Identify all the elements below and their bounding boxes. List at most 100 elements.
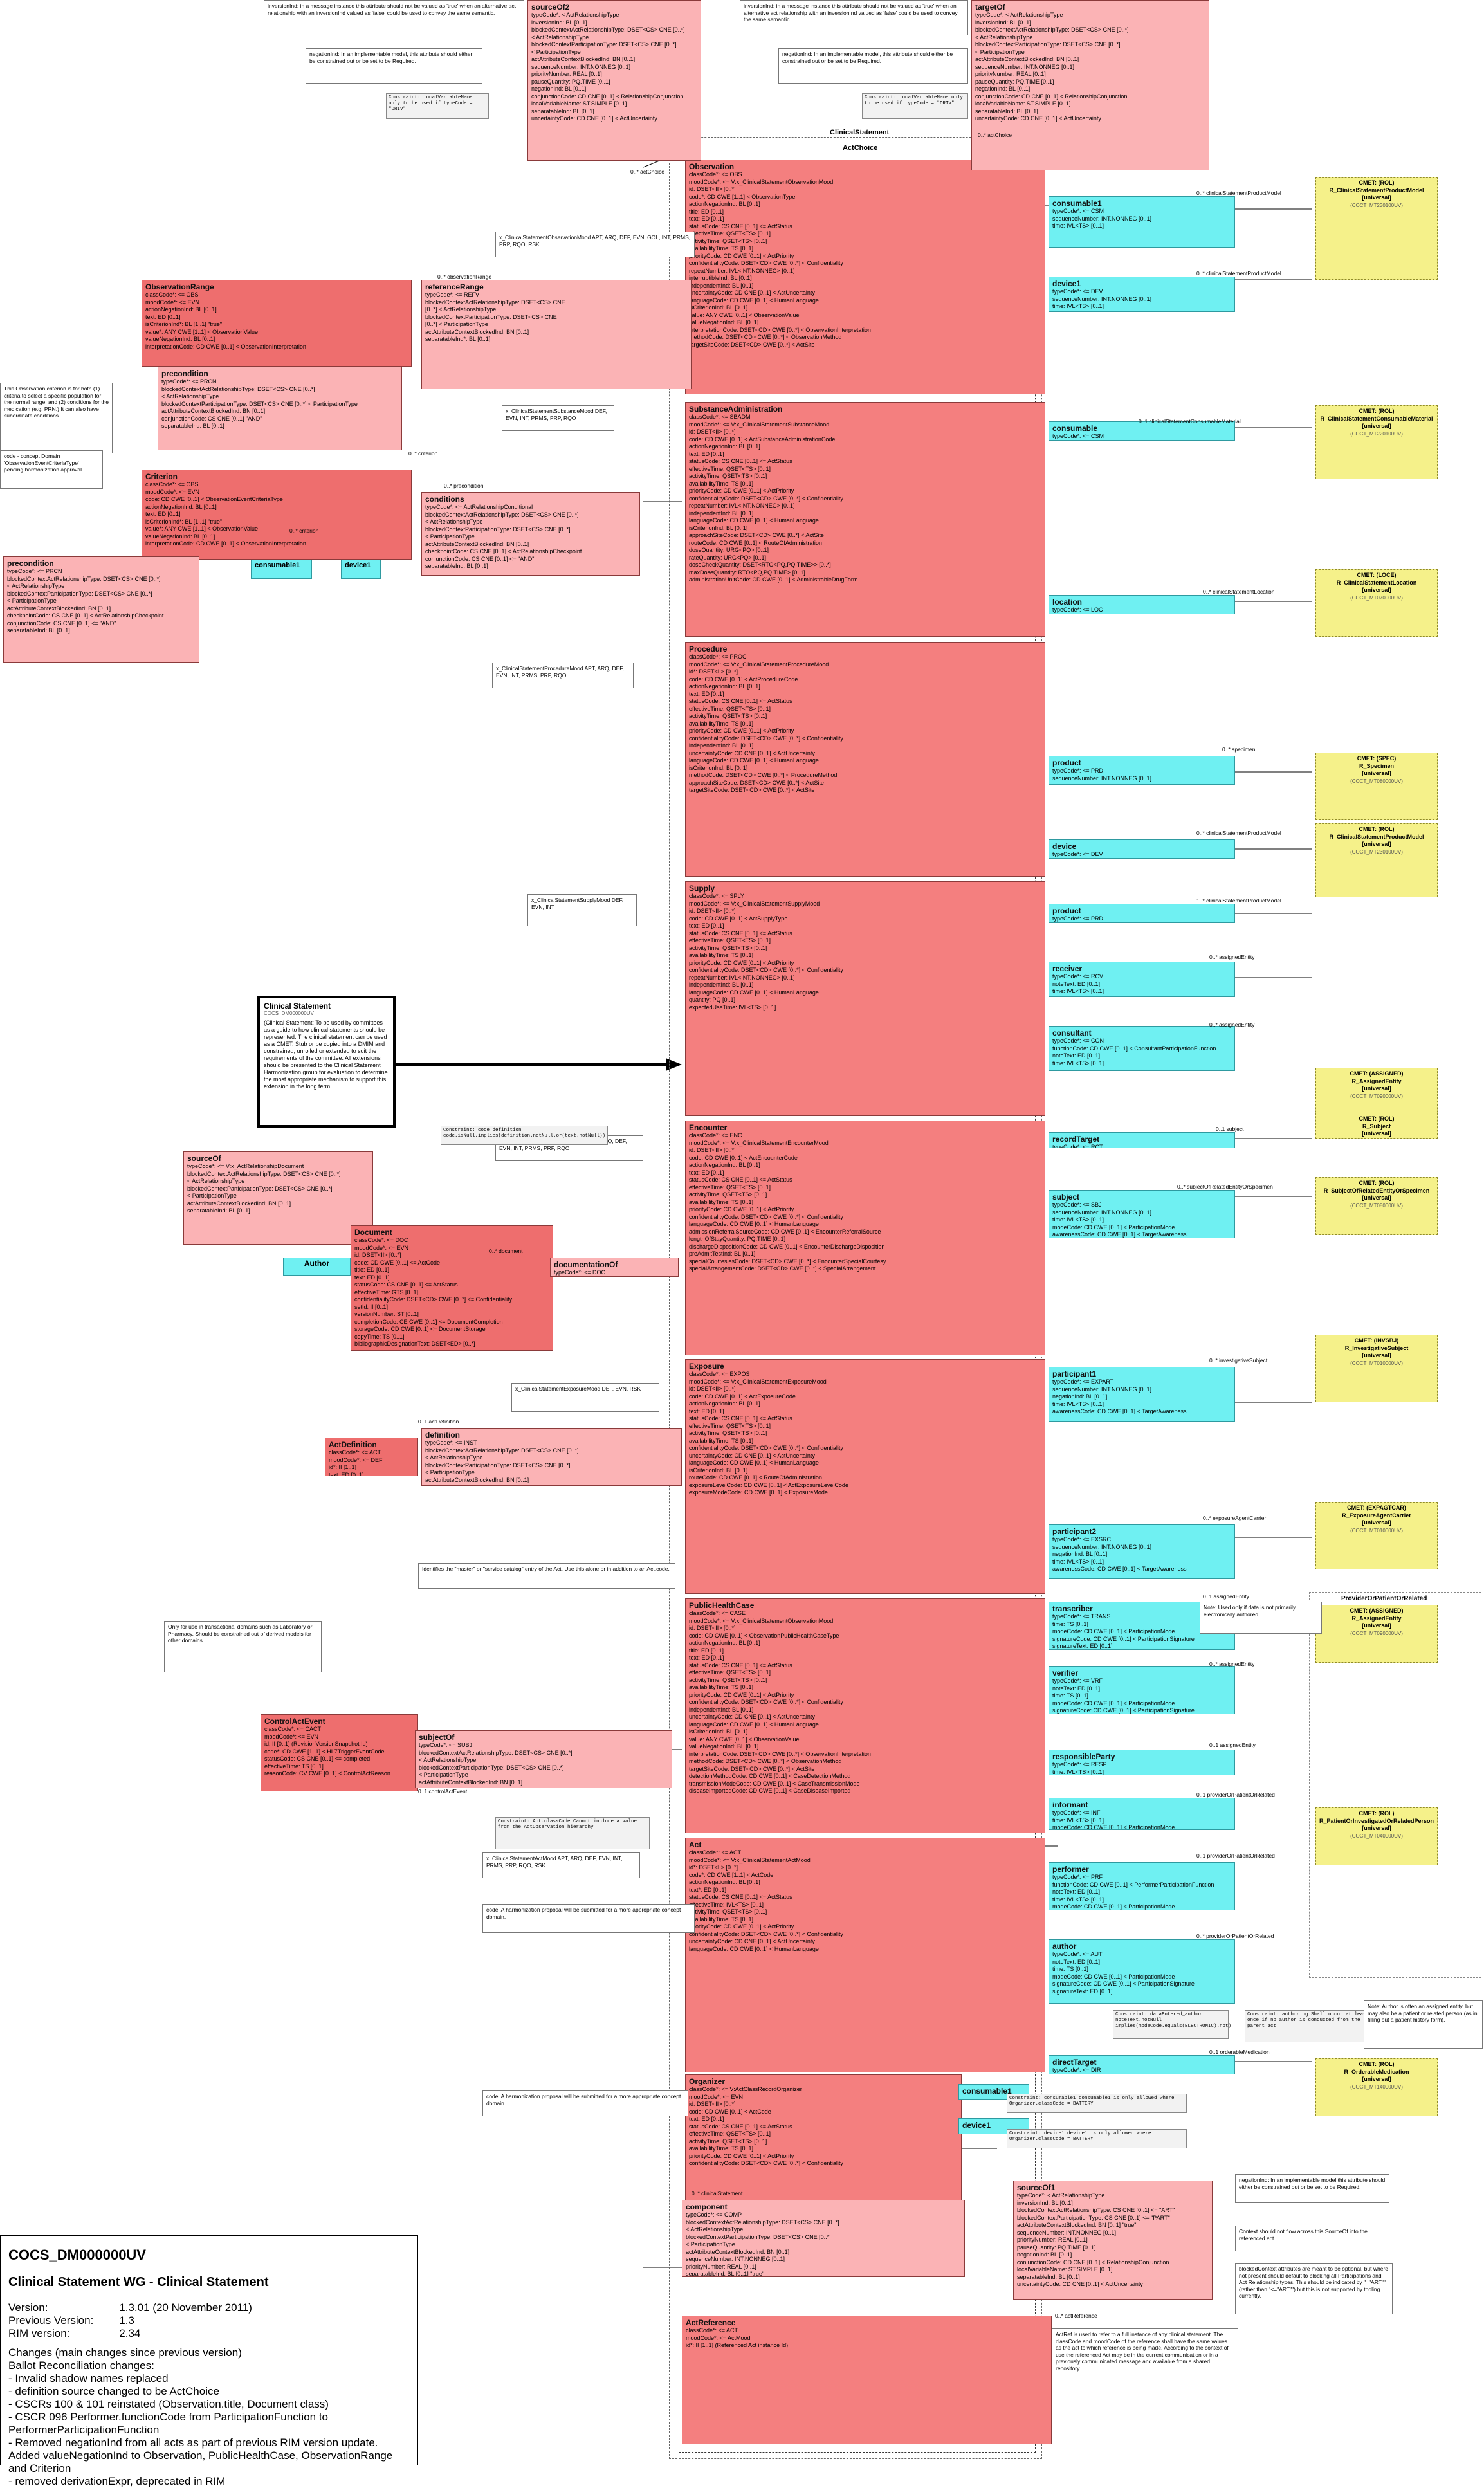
attribute: code: CD CWE [0..1] < ActProcedureCode	[689, 675, 798, 682]
entry-text: (Clinical Statement: To be used by commi…	[264, 1020, 388, 1090]
attribute: text: ED [0..1]	[354, 1274, 390, 1281]
attribute: conjunctionCode: CD CNE [0..1] < Relatio…	[975, 93, 1128, 100]
note: ActRef is used to refer to a full instan…	[1052, 2328, 1238, 2399]
association-label: 0..1 providerOrPatientOrRelated	[1196, 1791, 1275, 1798]
note: Note: Used only if data is not primarily…	[1200, 1602, 1322, 1634]
act-supply-title: Supply	[689, 884, 715, 893]
attribute: actionNegationInd: BL [0..1]	[145, 503, 217, 510]
attribute: code: CD CWE [0..1] < ObservationEventCr…	[145, 496, 283, 502]
attribute: actAttributeContextBlockedInd: BN [0..1]	[686, 2248, 790, 2255]
attribute: negationInd: BL [0..1]	[1017, 2251, 1072, 2258]
attribute: < ParticipationType	[531, 48, 581, 55]
attribute: moodCode*: <= V:x_ClinicalStatementActMo…	[689, 1856, 811, 1863]
cmet-title: CMET: (LOCE)	[1357, 572, 1397, 578]
attribute: classCode*: <= DOC	[354, 1237, 408, 1243]
class-subjectof-title: subjectOf	[419, 1733, 455, 1742]
attribute: typeCode*: <= VRF	[1052, 1678, 1103, 1684]
attribute: priorityCode: CD CWE [0..1] < ActPriorit…	[689, 252, 794, 259]
attribute: separatableInd: BL [0..1]	[425, 563, 488, 569]
attribute: blockedContextActRelationshipType: DSET<…	[187, 1170, 341, 1177]
attribute: modeCode: CD CWE [0..1] < ParticipationM…	[1052, 1628, 1175, 1634]
attribute: approachSiteCode: DSET<CD> CWE [0..*] < …	[689, 779, 824, 786]
attribute: confidentialityCode: DSET<CD> CWE [0..*]…	[354, 1296, 513, 1303]
attribute: interpretationCode: DSET<CD> CWE [0..*] …	[689, 326, 871, 333]
attribute: isCriterionInd: BL [0..1]	[689, 1728, 748, 1735]
participation-participant2-title: participant2	[1052, 1527, 1097, 1536]
attribute: separatableInd: BL [0..1]	[7, 627, 70, 634]
note: code: A harmonization proposal will be s…	[482, 1904, 695, 1933]
attribute: blockedContextParticipationType: DSET<CS…	[7, 590, 152, 597]
cmet-r_subjectofrelatedentityorspecimen: CMET: (ROL)R_SubjectOfRelatedEntityOrSpe…	[1315, 1177, 1438, 1235]
attribute: availabilityTime: TS [0..1]	[689, 1684, 754, 1690]
cmet-extra: [universal]	[1362, 1519, 1391, 1526]
attribute: typeCode*: <= DEV	[1052, 288, 1103, 295]
attribute: isCriterionInd: BL [0..1]	[689, 304, 748, 311]
association-label: 0..* criterion	[289, 527, 319, 534]
attribute: moodCode*: <= V:x_ClinicalStatementProce…	[689, 661, 829, 668]
attribute: effectiveTime: IVL<TS> [0..1]	[689, 1901, 764, 1908]
participation-consultant-title: consultant	[1052, 1029, 1092, 1038]
participation-product-title: product	[1052, 758, 1081, 767]
class-definition-title: definition	[425, 1431, 460, 1440]
attribute: blockedContextParticipationType: CS CNE …	[1017, 2214, 1170, 2221]
attribute: languageCode: CD CWE [0..1] < HumanLangu…	[689, 1721, 819, 1728]
attribute: sequenceNumber: INT.NONNEG [0..1]	[1052, 1209, 1152, 1216]
association-label: 0..1 orderableMedication	[1209, 2049, 1270, 2055]
attribute: confidentialityCode: DSET<CD> CWE [0..*]…	[689, 2160, 843, 2166]
attribute: actionNegationInd: BL [0..1]	[145, 306, 217, 313]
attribute: moodCode*: <= V:x_ClinicalStatementSubst…	[689, 421, 830, 428]
attribute: noteText: ED [0..1]	[1052, 980, 1101, 987]
attribute: id: DSET<II> [0..*]	[354, 1252, 401, 1258]
class-criterion-title: Criterion	[145, 472, 178, 481]
association-label: 0..* document	[489, 1248, 523, 1254]
attribute: priorityCode: CD CWE [0..1] < ActPriorit…	[689, 1691, 794, 1698]
attribute: classCode*: <= SBADM	[689, 414, 751, 420]
class-precondition2-title: precondition	[7, 559, 54, 568]
attribute: classCode*: <= ENC	[689, 1132, 742, 1139]
cmet-id: (COCT_MT220100UV)	[1350, 430, 1403, 437]
act-exposure-title: Exposure	[689, 1362, 724, 1371]
note: code - concept Domain 'ObservationEventC…	[0, 450, 103, 489]
cmet-r_subject: CMET: (ROL)R_Subject[universal](COCT_MT0…	[1315, 1113, 1438, 1139]
attribute: code: CD CWE [0..1] < ActCode	[689, 2108, 771, 2115]
attribute: < ActRelationshipType	[419, 1757, 477, 1763]
attribute: typeCode*: <= TRANS	[1052, 1613, 1111, 1620]
attribute: actionNegationInd: BL [0..1]	[689, 1879, 760, 1885]
attribute: noteText: ED [0..1]	[1052, 1889, 1101, 1895]
cmet-r_clinicalstatementlocation: CMET: (LOCE)R_ClinicalStatementLocation[…	[1315, 569, 1438, 637]
act-substanceadministration-title: SubstanceAdministration	[689, 405, 783, 414]
class-document-title: Document	[354, 1228, 392, 1237]
participation-consumable1-title: consumable1	[1052, 199, 1102, 208]
attribute: id: DSET<II> [0..*]	[689, 2101, 736, 2107]
cmet-r_investigativesubject: CMET: (INVSBJ)R_InvestigativeSubject[uni…	[1315, 1335, 1438, 1402]
attribute: effectiveTime: QSET<TS> [0..1]	[689, 1669, 771, 1676]
cmet-id: (COCT_MT140000UV)	[1350, 2083, 1403, 2090]
participation-device1-title: device1	[962, 2121, 991, 2130]
attribute: statusCode: CS CNE [0..1] <= ActStatus	[689, 2123, 792, 2130]
entry-point: Clinical Statement COCS_DM000000UV (Clin…	[257, 996, 396, 1128]
attribute: moodCode*: <= V:x_ClinicalStatementObser…	[689, 1617, 834, 1624]
participation-directtarget-attrs: typeCode*: <= DIR	[1052, 2067, 1231, 2074]
attribute: < ParticipationType	[425, 533, 475, 540]
cmet-r_assignedentity: CMET: (ASSIGNED)R_AssignedEntity[univers…	[1315, 1605, 1438, 1663]
attribute: completionCode: CE CWE [0..1] <= Documen…	[354, 1318, 503, 1325]
attribute: blockedContextParticipationType: DSET<CS…	[686, 2233, 831, 2240]
attribute: priorityCode: CD CWE [0..1] < ActPriorit…	[689, 488, 794, 494]
attribute: availabilityTime: TS [0..1]	[689, 1198, 754, 1205]
association-label: 0..* clinicalStatementProductModel	[1196, 830, 1281, 836]
cmet-name: R_OrderableMedication	[1344, 2068, 1409, 2075]
attribute: functionCode: CD CWE [0..1] < Consultant…	[1052, 1045, 1216, 1052]
attribute: effectiveTime: QSET<TS> [0..1]	[689, 465, 771, 472]
attribute: typeCode*: < ActRelationshipType	[531, 12, 619, 18]
participation-receiver-title: receiver	[1052, 964, 1083, 973]
attribute: moodCode*: <= DEF	[329, 1456, 383, 1463]
attribute: actAttributeContextBlockedInd: BN [0..1]	[419, 1779, 523, 1786]
